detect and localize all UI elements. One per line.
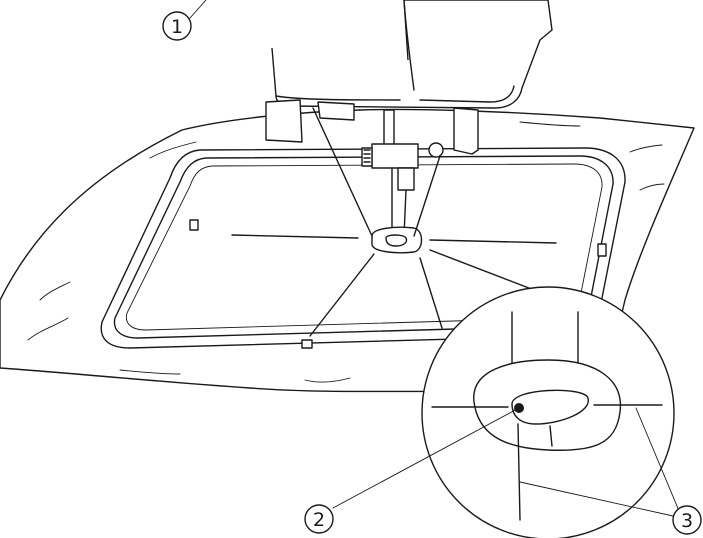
callout-1-label: 1 (171, 16, 183, 38)
callout-2-label: 2 (313, 509, 325, 531)
callout-1: 1 (162, 11, 192, 41)
center-marks (231, 234, 557, 337)
callout-leaders (189, 0, 683, 519)
machine-head (265, 0, 553, 158)
magnified-detail (421, 286, 675, 538)
needle-assembly (312, 107, 441, 254)
callout-2: 2 (304, 504, 334, 534)
callout-3: 3 (672, 505, 702, 535)
callout-3-label: 3 (681, 510, 693, 532)
